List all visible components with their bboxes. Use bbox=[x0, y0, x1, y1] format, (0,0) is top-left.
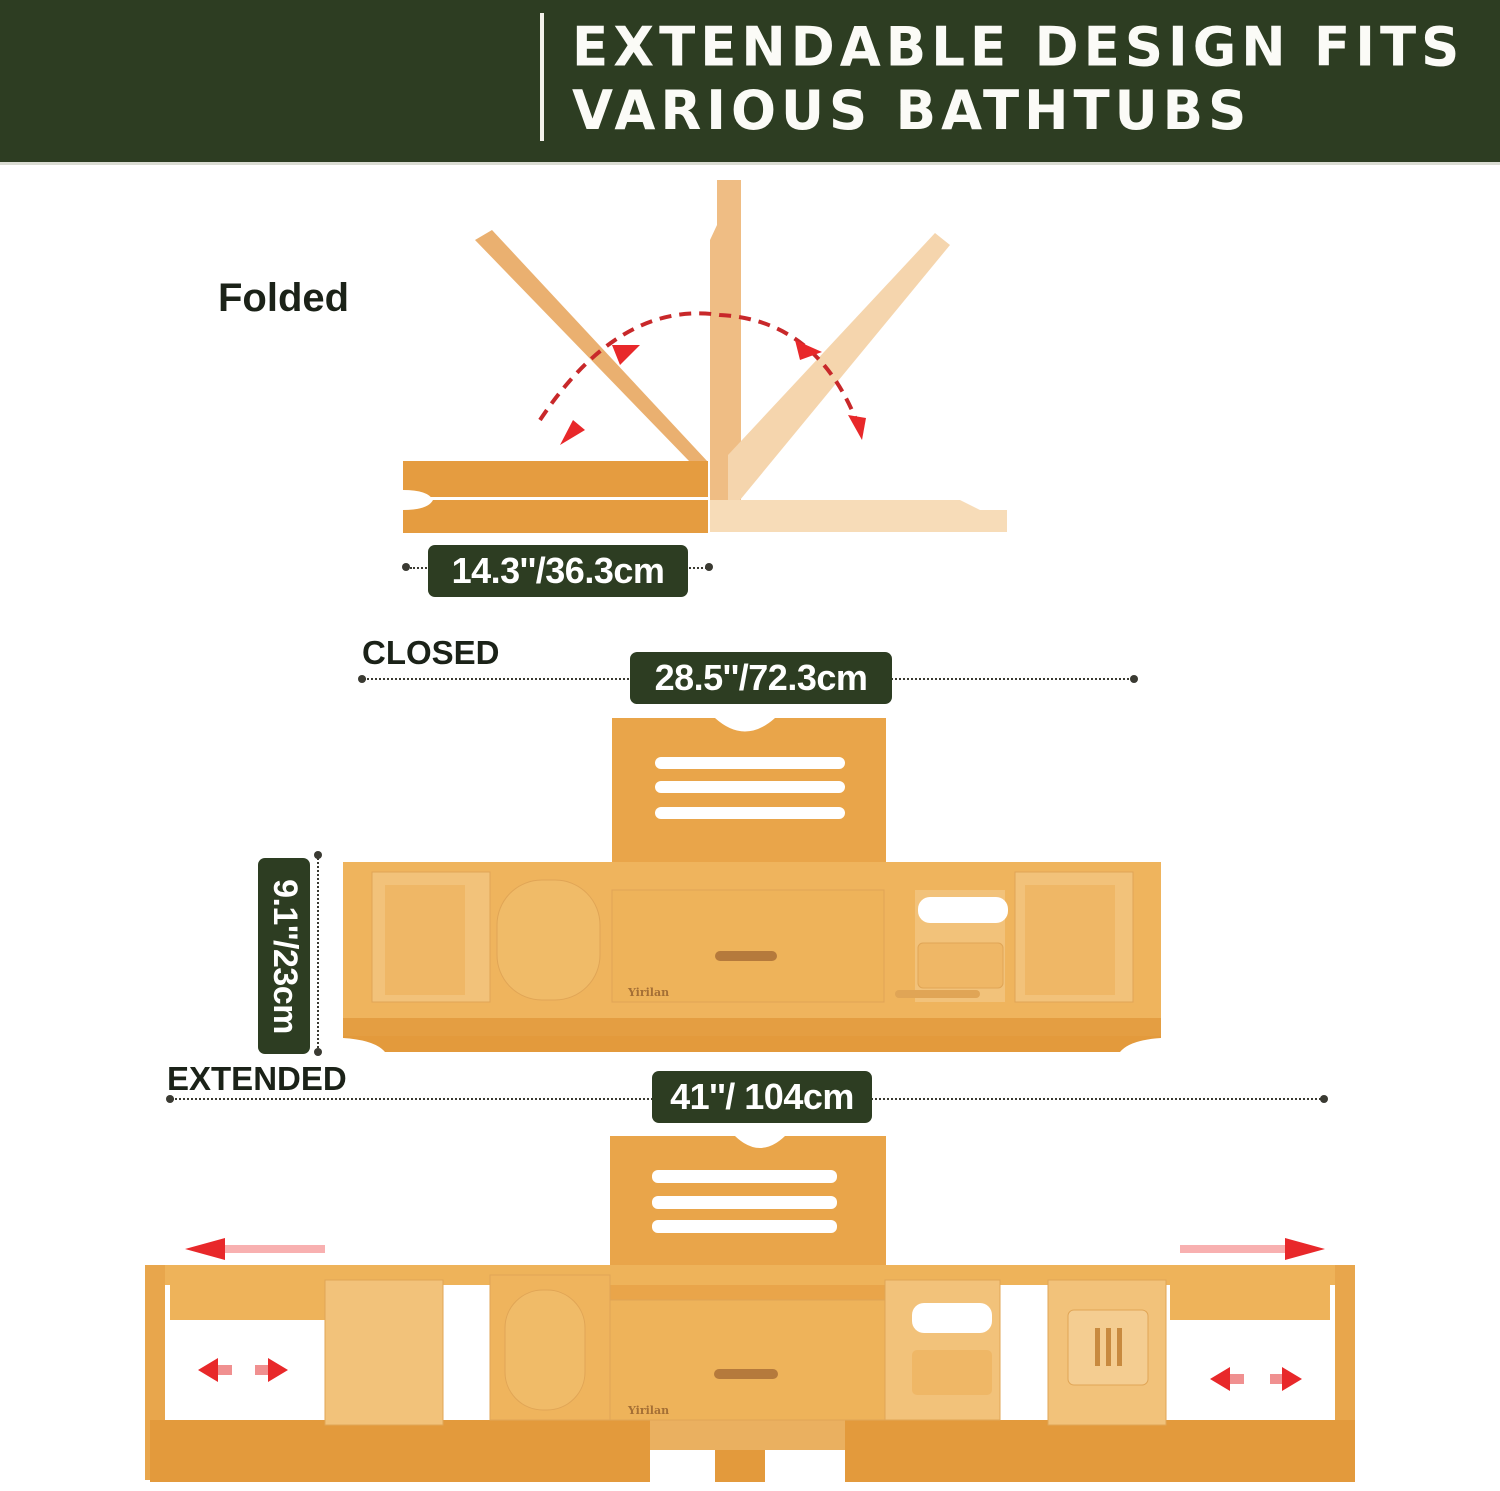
closed-width-badge: 28.5''/72.3cm bbox=[630, 652, 892, 704]
banner-bottom-border bbox=[0, 162, 1500, 165]
dimension-dot bbox=[358, 675, 366, 683]
banner-title-line2: VARIOUS BATHTUBS bbox=[572, 80, 1252, 143]
extended-label: EXTENDED bbox=[167, 1060, 347, 1097]
dimension-dot bbox=[166, 1095, 174, 1103]
rotation-arrow-icon bbox=[538, 311, 862, 431]
folded-label: Folded bbox=[218, 276, 350, 320]
extended-width-badge: 41''/ 104cm bbox=[652, 1071, 872, 1123]
dimension-dot bbox=[314, 851, 322, 859]
left-right-arrow-icon bbox=[198, 1358, 288, 1382]
closed-height-badge: 9.1''/23cm bbox=[258, 858, 310, 1054]
header-banner bbox=[0, 0, 1500, 162]
dimension-dot bbox=[1320, 1095, 1328, 1103]
folded-diagram bbox=[403, 180, 1007, 533]
brand-engraving-extended: Yirilan bbox=[628, 1404, 670, 1417]
folded-dimension-badge: 14.3''/36.3cm bbox=[428, 545, 688, 597]
brand-engraving: Yirilan bbox=[628, 986, 670, 999]
banner-title-line1: EXTENDABLE DESIGN FITS bbox=[572, 16, 1465, 79]
left-right-arrow-icon bbox=[1210, 1367, 1302, 1391]
left-arrow-icon bbox=[185, 1238, 325, 1260]
banner-title: EXTENDABLE DESIGN FITS VARIOUS BATHTUBS bbox=[572, 17, 1464, 143]
closed-tray-image bbox=[343, 718, 1161, 1052]
dimension-dot bbox=[402, 563, 410, 571]
closed-label: CLOSED bbox=[362, 634, 500, 671]
banner-divider bbox=[540, 13, 544, 141]
dimension-dot bbox=[314, 1048, 322, 1056]
dimension-dot bbox=[1130, 675, 1138, 683]
closed-height-line bbox=[317, 855, 319, 1055]
dimension-dot bbox=[705, 563, 713, 571]
right-arrow-icon bbox=[1180, 1238, 1325, 1260]
